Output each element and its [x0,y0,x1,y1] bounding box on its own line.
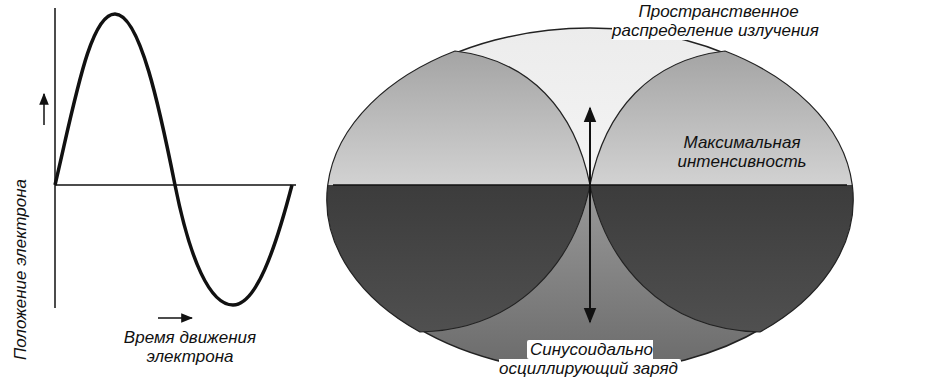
axis-label: Время движения электрона [115,328,265,366]
axis-label: Положение электрона [11,170,30,370]
callout-label: Синусоидально осциллирующий заряд [490,340,690,378]
sine-curve [55,14,292,305]
radiation-lobe [590,51,853,332]
callout-label: Максимальная интенсивность [652,133,832,171]
oscillating-charge [589,108,591,322]
caption-label: Пространственное распределение излучения [592,2,842,40]
axis-arrow [158,317,192,319]
radiation-lobe [327,51,590,332]
vertical-axis [54,8,56,308]
axis-arrow [43,94,45,125]
